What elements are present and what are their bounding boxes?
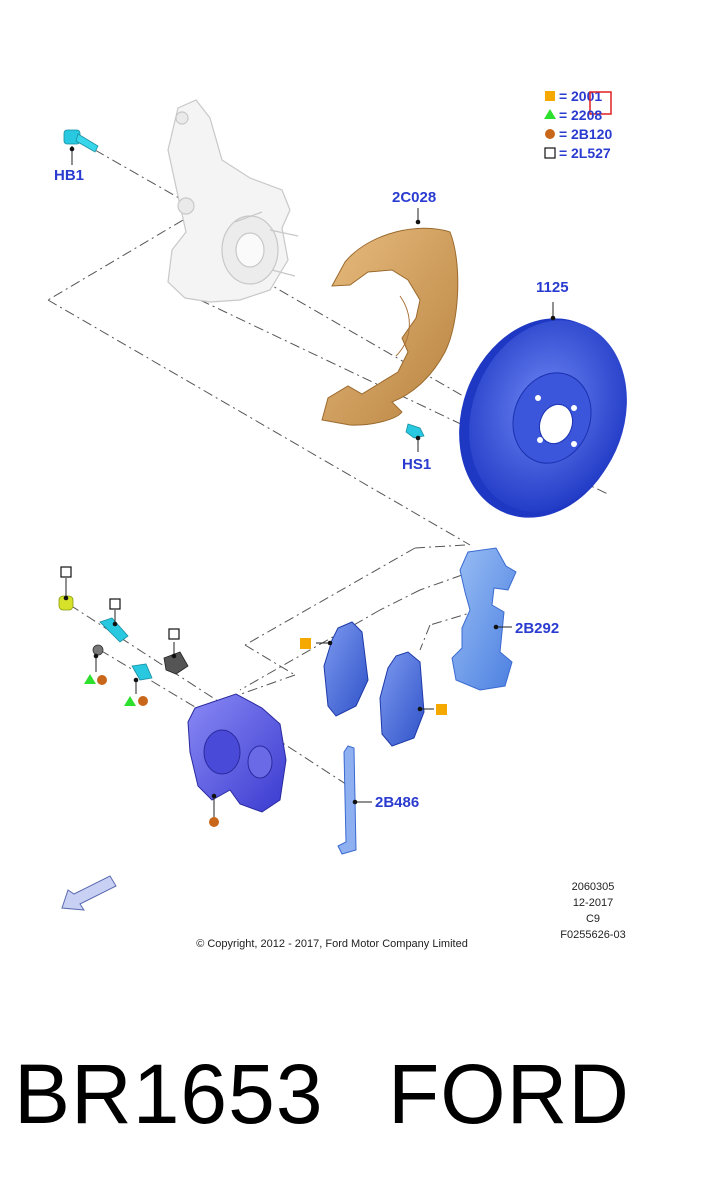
- steering-knuckle: [167, 99, 299, 303]
- hub-bolt-hb1: [63, 129, 99, 165]
- legend-code-4: 2L527: [571, 145, 611, 161]
- pad-outer-symbol: [436, 704, 447, 715]
- label-2b486: 2B486: [375, 794, 419, 811]
- brake-pad-outer: [379, 651, 434, 747]
- legend-eq-3: =: [559, 126, 567, 142]
- meta-date: 12-2017: [573, 897, 613, 909]
- exploded-brake-diagram: HB1 2C028 1125 HS1 2B292 2B486 = 2001 = …: [47, 88, 627, 950]
- legend-highlight-box: [589, 91, 612, 115]
- guide-pin-bolt: [124, 663, 153, 706]
- legend-code-3: 2B120: [571, 126, 612, 142]
- copyright: © Copyright, 2012 - 2017, Ford Motor Com…: [196, 938, 468, 950]
- guide-pin: [99, 598, 129, 643]
- legend-eq-1: =: [559, 88, 567, 104]
- legend: = 2001 = 2208 = 2B120 = 2L527: [544, 88, 612, 161]
- label-2b292: 2B292: [515, 620, 559, 637]
- legend-eq-4: =: [559, 145, 567, 161]
- legend-white-square-icon: [544, 147, 556, 159]
- brake-caliper: [187, 693, 287, 818]
- front-direction-arrow-icon: [61, 875, 117, 911]
- construction-lines: [47, 149, 611, 791]
- brake-disc: [459, 302, 627, 518]
- anti-rattle-spring: [337, 745, 372, 855]
- legend-brown-circle-icon: [545, 129, 555, 139]
- legend-green-triangle-icon: [544, 109, 556, 119]
- meta-code: 2060305: [572, 881, 615, 893]
- label-1125: 1125: [536, 279, 569, 296]
- legend-orange-square-icon: [545, 91, 555, 101]
- figure-meta: 2060305 12-2017 C9 F0255626-03: [560, 881, 625, 941]
- caliper-bracket: [451, 547, 517, 691]
- guide-bushing: [163, 628, 189, 675]
- pad-inner-symbol: [300, 638, 311, 649]
- label-hb1: HB1: [54, 167, 84, 184]
- label-2c028: 2C028: [392, 189, 436, 206]
- brand-name: FORD: [388, 1047, 630, 1141]
- shield-screw-hs1: [405, 423, 425, 452]
- brake-pad-inner: [316, 621, 369, 717]
- label-hs1: HS1: [402, 456, 431, 473]
- legend-eq-2: =: [559, 107, 567, 123]
- bleed-screw: [84, 644, 107, 685]
- legend-code-2: 2208: [571, 107, 602, 123]
- caliper-symbol: [209, 817, 219, 827]
- part-number: BR1653: [14, 1047, 324, 1141]
- guide-pin-boot: [58, 566, 74, 611]
- meta-figure: F0255626-03: [560, 929, 625, 941]
- legend-code-1: 2001: [571, 88, 602, 104]
- meta-rev: C9: [586, 913, 600, 925]
- dust-shield: [321, 208, 459, 426]
